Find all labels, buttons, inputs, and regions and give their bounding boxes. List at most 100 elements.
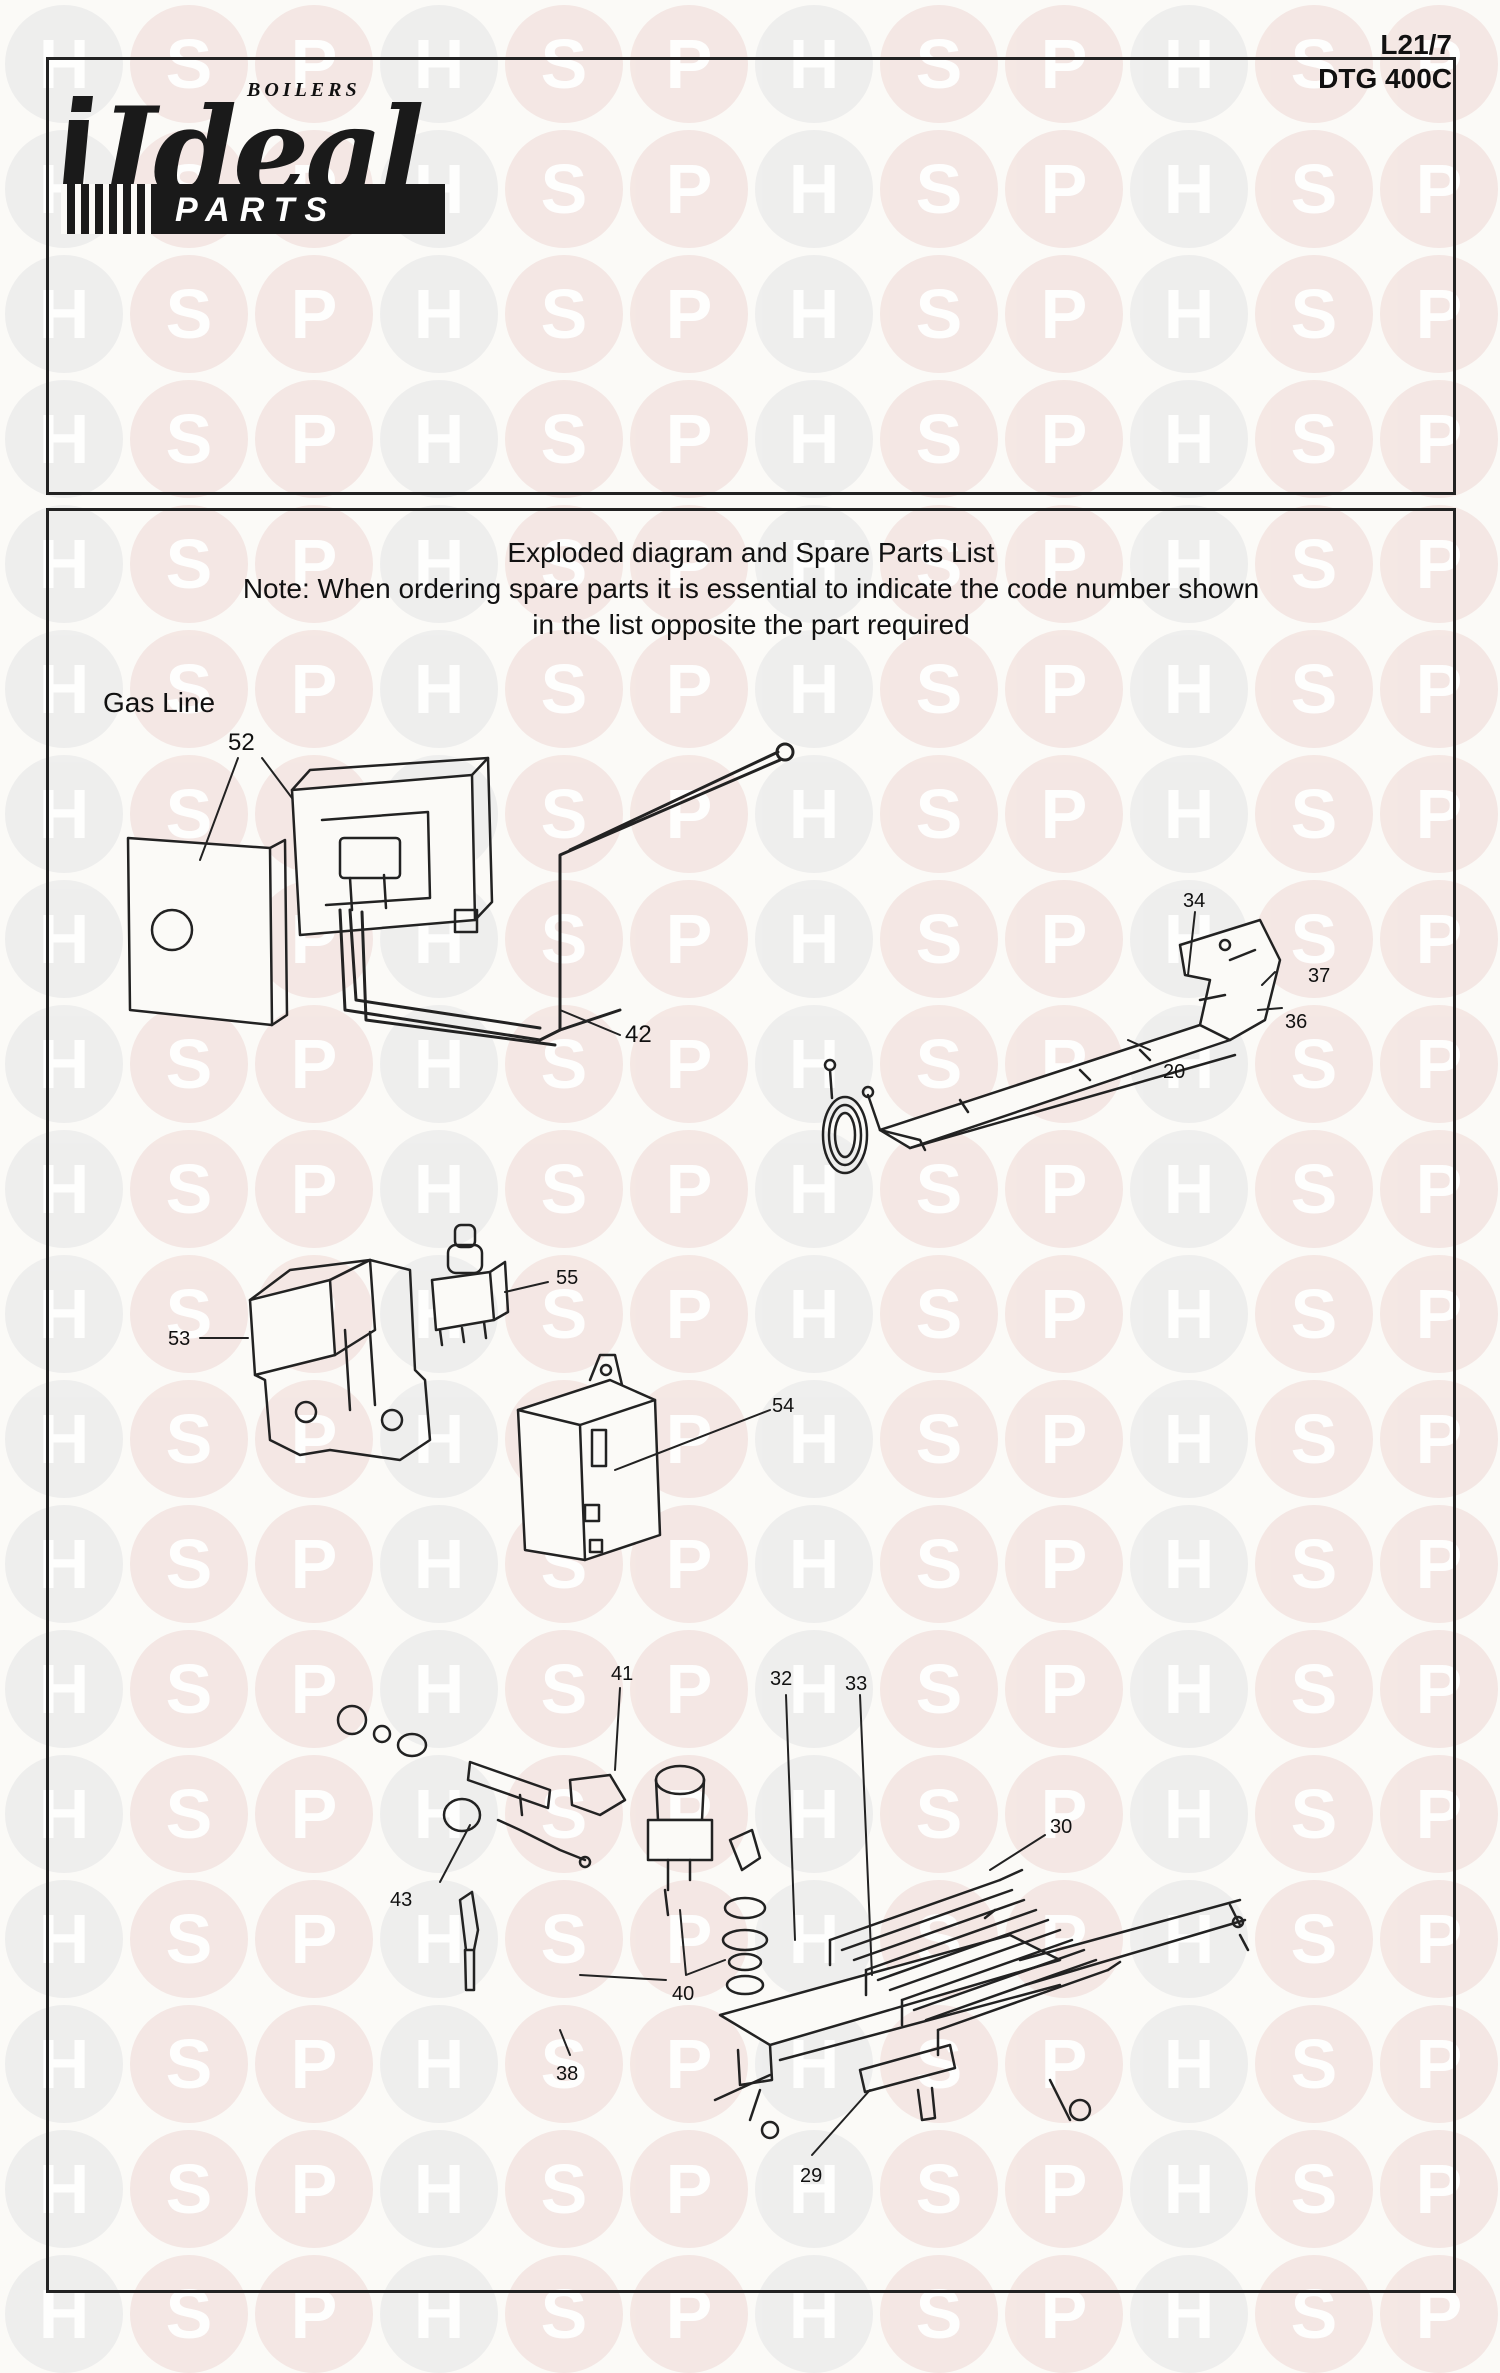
watermark-circle: P	[630, 1005, 748, 1123]
callout-37: 37	[1308, 965, 1330, 987]
watermark-circle: S	[1255, 2130, 1373, 2248]
watermark-circle: H	[1130, 2005, 1248, 2123]
callout-41: 41	[611, 1663, 633, 1685]
watermark-circle: S	[1255, 1380, 1373, 1498]
watermark-circle: P	[1005, 1630, 1123, 1748]
diagram-title: Exploded diagram and Spare Parts List	[507, 537, 995, 568]
watermark-circle: S	[505, 1255, 623, 1373]
watermark-circle: H	[1130, 505, 1248, 623]
callout-53: 53	[168, 1328, 190, 1350]
watermark-circle: H	[755, 255, 873, 373]
watermark-circle: S	[880, 1130, 998, 1248]
watermark-circle: S	[130, 1755, 248, 1873]
watermark-circle: H	[380, 1630, 498, 1748]
watermark-circle: H	[5, 1630, 123, 1748]
watermark-circle: H	[380, 1880, 498, 1998]
watermark-circle: S	[880, 5, 998, 123]
watermark-circle: H	[380, 505, 498, 623]
watermark-circle: P	[255, 1380, 373, 1498]
watermark-circle: P	[1380, 755, 1498, 873]
watermark-circle: H	[5, 1255, 123, 1373]
watermark-circle: H	[5, 1505, 123, 1623]
watermark-circle: H	[1130, 1630, 1248, 1748]
watermark-circle: P	[1005, 2005, 1123, 2123]
page-reference: L21/7	[1380, 29, 1452, 60]
watermark-circle: S	[130, 1005, 248, 1123]
callout-20: 20	[1163, 1061, 1185, 1083]
watermark-circle: H	[380, 255, 498, 373]
watermark-circle: P	[630, 5, 748, 123]
watermark-circle: S	[1255, 505, 1373, 623]
logo-stripes	[61, 184, 153, 234]
watermark-circle: S	[880, 1630, 998, 1748]
watermark-circle: H	[755, 880, 873, 998]
logo-bar	[61, 184, 445, 234]
callout-42: 42	[625, 1021, 652, 1048]
watermark-circle: P	[1005, 1380, 1123, 1498]
gas-pipes	[338, 742, 795, 1047]
watermark-circle: S	[880, 2130, 998, 2248]
watermark-circle: P	[1380, 505, 1498, 623]
watermark-circle: S	[1255, 5, 1373, 123]
watermark-circle: S	[1255, 1005, 1373, 1123]
watermark-circle: S	[880, 1505, 998, 1623]
watermark-circle: S	[1255, 1505, 1373, 1623]
watermark-circle: H	[755, 630, 873, 748]
pilot-components	[336, 1704, 627, 1992]
watermark-circle: S	[130, 1255, 248, 1373]
watermark-circle: P	[1005, 1255, 1123, 1373]
page-code: L21/7 DTG 400C	[1318, 28, 1452, 95]
pilot-bracket-assembly	[821, 918, 1282, 1175]
watermark-circle: H	[5, 2130, 123, 2248]
ordering-note-line-2: in the list opposite the part required	[532, 609, 970, 640]
watermark-circle: S	[880, 380, 998, 498]
watermark-circle: S	[880, 130, 998, 248]
watermark-circle: S	[130, 1505, 248, 1623]
watermark-circle: S	[880, 255, 998, 373]
watermark-circle: S	[505, 630, 623, 748]
watermark-circle: P	[1005, 5, 1123, 123]
watermark-circle: S	[1255, 630, 1373, 748]
diagram-box: Exploded diagram and Spare Parts List No…	[46, 508, 1456, 2293]
header-box: BOILERS Ideal PARTS	[46, 57, 1456, 495]
watermark-circle: S	[1255, 1255, 1373, 1373]
watermark-circle: P	[630, 130, 748, 248]
watermark-circle: S	[130, 2130, 248, 2248]
control-housing	[290, 756, 494, 937]
watermark-circle: H	[5, 1130, 123, 1248]
watermark-circle: P	[1005, 255, 1123, 373]
watermark-circle: P	[1005, 755, 1123, 873]
watermark-circle: S	[1255, 2005, 1373, 2123]
watermark-circle: H	[755, 130, 873, 248]
watermark-circle: S	[130, 2005, 248, 2123]
watermark-circle: H	[1130, 255, 1248, 373]
watermark-circle: S	[505, 2130, 623, 2248]
watermark-circle: H	[755, 380, 873, 498]
watermark-circle: P	[255, 1755, 373, 1873]
watermark-circle: S	[130, 630, 248, 748]
watermark-circle: H	[1130, 755, 1248, 873]
watermark-circle: S	[505, 505, 623, 623]
watermark-circle: S	[130, 5, 248, 123]
watermark-circle: H	[755, 755, 873, 873]
watermark-circle: H	[380, 2130, 498, 2248]
watermark-circle: P	[255, 1880, 373, 1998]
watermark-circle: S	[505, 5, 623, 123]
watermark-circle: H	[755, 1005, 873, 1123]
watermark-circle: P	[255, 255, 373, 373]
watermark-circle: S	[880, 1380, 998, 1498]
logo-i-mark	[63, 96, 93, 184]
watermark-circle: S	[505, 380, 623, 498]
watermark-circle: P	[255, 1130, 373, 1248]
watermark-circle: H	[380, 5, 498, 123]
gas-line-label: Gas Line	[103, 687, 216, 718]
watermark-circle: H	[1130, 630, 1248, 748]
callout-numbers: 52 42 34 37 36 20 55 53 54 41 32 33 30 4…	[168, 729, 1330, 2187]
watermark-circle: P	[255, 5, 373, 123]
watermark-circle: H	[755, 1630, 873, 1748]
watermark-circle: H	[380, 2005, 498, 2123]
watermark-circle: S	[1255, 255, 1373, 373]
watermark-circle: P	[1005, 380, 1123, 498]
watermark-circle: S	[880, 1255, 998, 1373]
watermark-circle: P	[1380, 1255, 1498, 1373]
